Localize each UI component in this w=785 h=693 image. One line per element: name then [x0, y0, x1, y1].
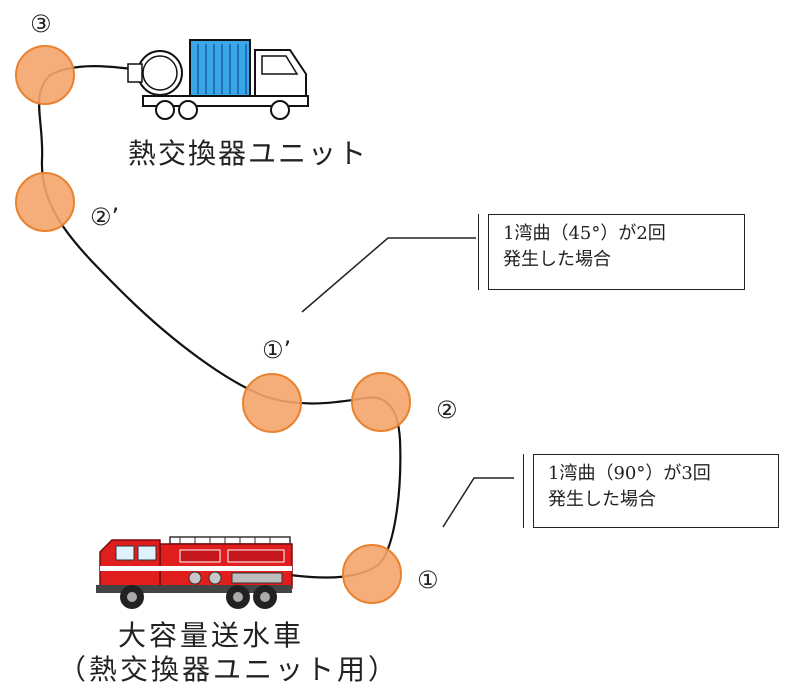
callout-leader-90	[442, 477, 514, 528]
truck-subtitle-label: （熱交換器ユニット用）	[58, 653, 400, 686]
heat-exchanger-unit-label: 熱交換器ユニット	[128, 137, 369, 170]
bend-marker-1	[342, 544, 402, 604]
callout-leader-45	[301, 237, 476, 313]
label-point-2: ②	[436, 396, 458, 424]
fire-truck-icon	[96, 536, 293, 609]
heat-exchanger-unit-icon	[127, 39, 309, 120]
callout-45-line1: 1湾曲（45°）が2回	[503, 223, 666, 244]
callout-90-line1: 1湾曲（90°）が3回	[548, 463, 711, 484]
callout-box-bend-90: 1湾曲（90°）が3回 発生した場合	[523, 454, 779, 528]
label-point-3: ③	[30, 10, 52, 38]
callout-box-bend-45: 1湾曲（45°）が2回 発生した場合	[478, 214, 745, 290]
bend-marker-2	[351, 372, 411, 432]
bend-marker-2-prime	[15, 172, 75, 232]
callout-45-line2: 発生した場合	[503, 249, 611, 270]
label-point-1-prime: ①’	[262, 336, 292, 364]
bend-marker-1-prime	[242, 373, 302, 433]
bend-marker-3	[15, 45, 75, 105]
callout-90-line2: 発生した場合	[548, 489, 656, 510]
truck-name-label: 大容量送水車	[118, 619, 305, 652]
label-point-2-prime: ②’	[90, 203, 120, 231]
label-point-1: ①	[417, 566, 439, 594]
